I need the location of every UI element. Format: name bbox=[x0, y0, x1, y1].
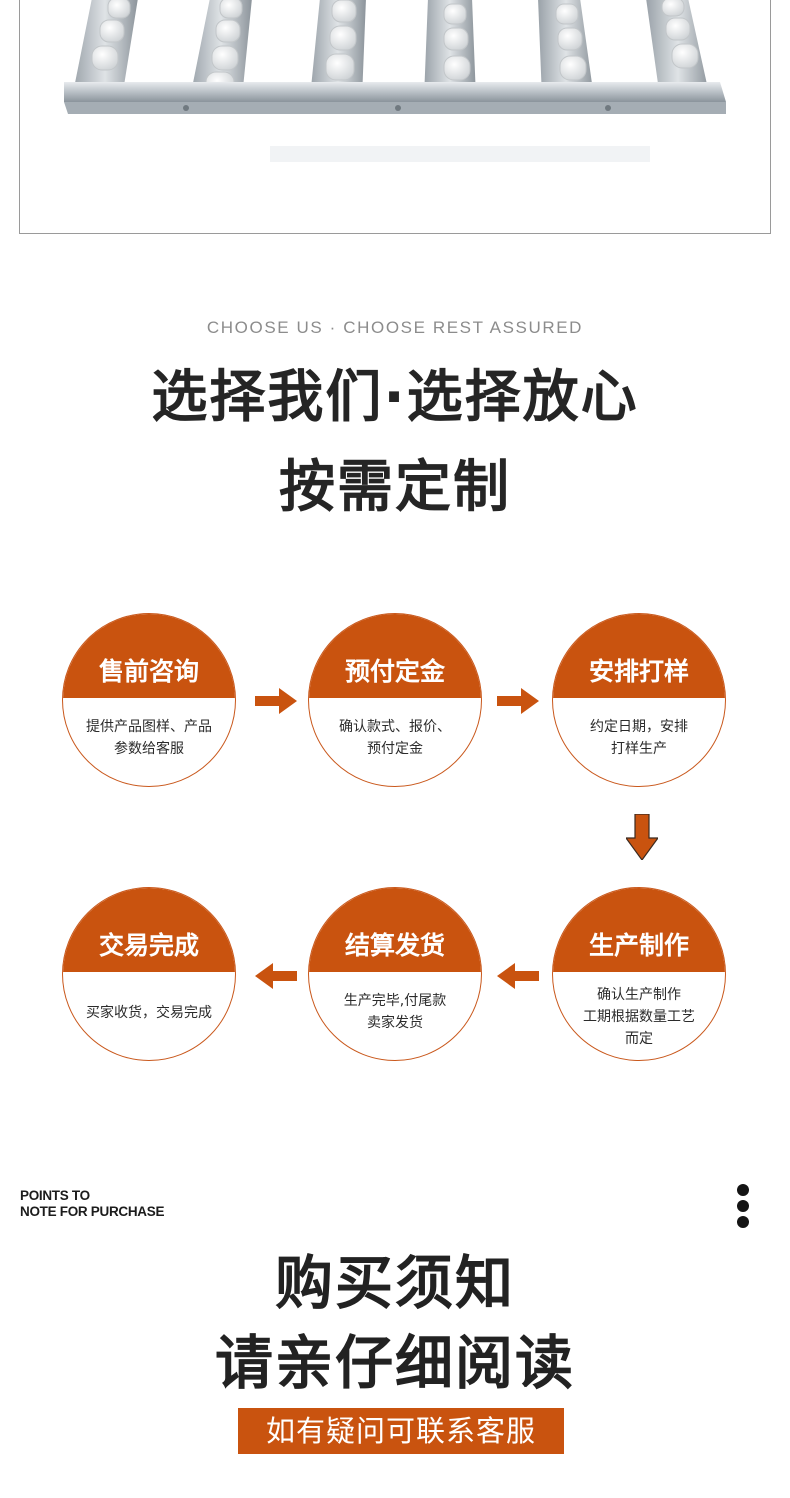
step-desc: 约定日期，安排 打样生产 bbox=[590, 719, 688, 757]
step-desc: 提供产品图样、产品 参数给客服 bbox=[86, 719, 212, 757]
step-cap bbox=[63, 888, 235, 972]
roller-wheels bbox=[91, 0, 699, 97]
more-dots-icon bbox=[736, 1184, 750, 1228]
step-title: 售前咨询 bbox=[98, 657, 199, 686]
section-subtitle: 按需定制 bbox=[279, 455, 511, 520]
step-desc: 生产完毕,付尾款 卖家发货 bbox=[343, 993, 447, 1031]
arrow-down-icon bbox=[626, 814, 658, 860]
step-desc: 确认生产制作 工期根据数量工艺 而定 bbox=[583, 987, 695, 1047]
step-complete: 交易完成 买家收货，交易完成 bbox=[62, 887, 236, 1061]
section-title: 选择我们·选择放心 bbox=[151, 365, 639, 430]
step-title: 结算发货 bbox=[344, 931, 445, 960]
notes-eyebrow: POINTS TO NOTE FOR PURCHASE bbox=[20, 1188, 165, 1219]
step-production: 生产制作 确认生产制作 工期根据数量工艺 而定 bbox=[552, 887, 726, 1061]
front-rail bbox=[64, 82, 726, 102]
step-title: 安排打样 bbox=[588, 657, 689, 686]
step-title: 预付定金 bbox=[344, 657, 445, 686]
arrow-left-icon bbox=[255, 963, 297, 989]
contact-service-banner: 如有疑问可联系客服 bbox=[238, 1408, 564, 1454]
step-deposit: 预付定金 确认款式、报价、 预付定金 bbox=[308, 613, 482, 787]
product-photo bbox=[19, 0, 771, 234]
step-desc: 确认款式、报价、 预付定金 bbox=[339, 719, 451, 757]
arrow-right-icon bbox=[497, 688, 539, 714]
step-title: 生产制作 bbox=[588, 931, 689, 960]
step-sampling: 安排打样 约定日期，安排 打样生产 bbox=[552, 613, 726, 787]
step-settlement: 结算发货 生产完毕,付尾款 卖家发货 bbox=[308, 887, 482, 1061]
arrow-left-icon bbox=[497, 963, 539, 989]
step-cap bbox=[63, 614, 235, 698]
roller-track-illustration bbox=[64, 0, 726, 162]
step-consult: 售前咨询 提供产品图样、产品 参数给客服 bbox=[62, 613, 236, 787]
step-cap bbox=[309, 614, 481, 698]
step-title: 交易完成 bbox=[98, 931, 199, 960]
notes-subtitle: 请亲仔细阅读 bbox=[214, 1329, 575, 1397]
section-eyebrow: CHOOSE US · CHOOSE REST ASSURED bbox=[206, 318, 584, 337]
arrow-right-icon bbox=[255, 688, 297, 714]
step-cap bbox=[553, 888, 725, 972]
step-cap bbox=[553, 614, 725, 698]
notes-title: 购买须知 bbox=[274, 1249, 515, 1317]
step-desc: 买家收货，交易完成 bbox=[86, 1005, 212, 1021]
step-cap bbox=[309, 888, 481, 972]
